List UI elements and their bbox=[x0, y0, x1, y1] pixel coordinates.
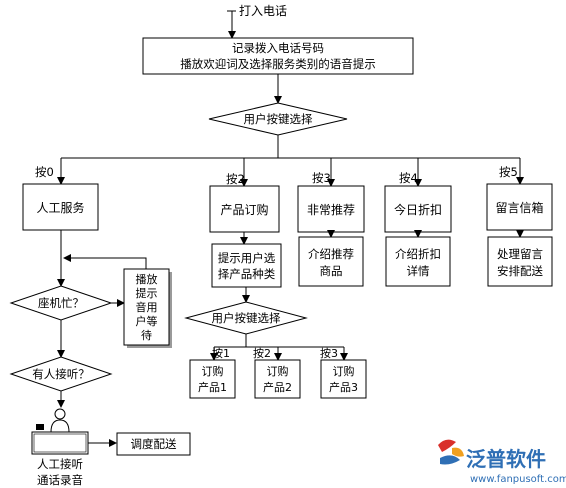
record-box bbox=[142, 37, 414, 75]
sub-b5-line1: 处理留言 bbox=[497, 247, 543, 261]
box-b0 bbox=[22, 183, 99, 231]
prompt-line-1: 播放 bbox=[136, 272, 158, 286]
agent-icon bbox=[36, 408, 70, 433]
key-b0: 按0 bbox=[35, 165, 54, 179]
product-2-line1: 订购 bbox=[267, 364, 289, 378]
box-b5 bbox=[486, 183, 553, 231]
box-b2 bbox=[209, 185, 280, 233]
prompt-line-5: 待 bbox=[141, 328, 152, 342]
key-b4: 按4 bbox=[399, 171, 418, 185]
agent-line1: 人工接听 bbox=[37, 457, 83, 471]
product-key-2: 按2 bbox=[253, 346, 271, 360]
label-b5: 留言信箱 bbox=[495, 200, 543, 215]
fanpu-logo-icon bbox=[438, 439, 464, 465]
sub-box-b4 bbox=[385, 236, 451, 287]
sub-b4-line2: 详情 bbox=[407, 264, 430, 278]
label-b4: 今日折扣 bbox=[394, 202, 442, 217]
decision-answer-label: 有人接听？ bbox=[32, 367, 90, 381]
product-box-2 bbox=[254, 359, 301, 399]
box-b3 bbox=[297, 185, 365, 233]
label-b0: 人工服务 bbox=[36, 200, 84, 215]
key-b5: 按5 bbox=[499, 165, 518, 179]
agent-line2: 通话录音 bbox=[37, 473, 83, 487]
product-key-3: 按3 bbox=[320, 346, 338, 360]
sub-b3-line2: 商品 bbox=[320, 264, 343, 278]
agent-desk-inner bbox=[33, 433, 87, 453]
prompt-line-2: 提示 bbox=[136, 287, 158, 300]
watermark: 泛普软件 www.fanpusoft.com bbox=[438, 439, 566, 485]
telephone-icon bbox=[36, 424, 44, 430]
label-b2: 产品订购 bbox=[220, 202, 268, 217]
product-3-line2: 产品3 bbox=[329, 380, 358, 394]
decision-main-label: 用户按键选择 bbox=[244, 112, 313, 126]
dispatch-box bbox=[116, 432, 191, 456]
product-box-1 bbox=[189, 359, 236, 399]
sub-b2-line1: 提示用户选 bbox=[218, 251, 276, 265]
record-line2: 播放欢迎词及选择服务类别的语音提示 bbox=[180, 57, 376, 71]
product-box-3 bbox=[320, 359, 367, 399]
sub-box-b3 bbox=[298, 236, 364, 287]
key-b3: 按3 bbox=[312, 171, 331, 185]
product-1-line2: 产品1 bbox=[198, 380, 227, 394]
prompt-line-3: 音用 bbox=[136, 300, 158, 314]
key-b2: 按2 bbox=[226, 172, 245, 186]
dispatch-label: 调度配送 bbox=[131, 437, 177, 451]
product-key-1: 按1 bbox=[212, 346, 230, 360]
label-b3: 非常推荐 bbox=[307, 203, 355, 217]
sub-b2-line2: 择产品种类 bbox=[218, 267, 276, 281]
box-b4 bbox=[384, 185, 452, 233]
arrow-loop-back bbox=[63, 254, 147, 269]
sub-box-b5 bbox=[487, 236, 553, 287]
sub-b5-line2: 安排配送 bbox=[497, 264, 543, 278]
decision-busy-label: 座机忙？ bbox=[38, 296, 84, 310]
record-line1: 记录拨入电话号码 bbox=[232, 41, 324, 55]
prompt-line-4: 户等 bbox=[136, 314, 158, 328]
product-1-line1: 订购 bbox=[202, 364, 224, 378]
watermark-name: 泛普软件 bbox=[466, 447, 546, 471]
sub-b3-line1: 介绍推荐 bbox=[308, 247, 354, 261]
watermark-url: www.fanpusoft.com bbox=[470, 474, 566, 485]
product-2-line2: 产品2 bbox=[263, 380, 292, 394]
top-label: 打入电话 bbox=[239, 4, 287, 18]
product-3-line1: 订购 bbox=[333, 364, 355, 378]
decision-product-label: 用户按键选择 bbox=[212, 311, 281, 325]
sub-b4-line1: 介绍折扣 bbox=[395, 247, 441, 261]
prompt-box bbox=[123, 268, 170, 346]
